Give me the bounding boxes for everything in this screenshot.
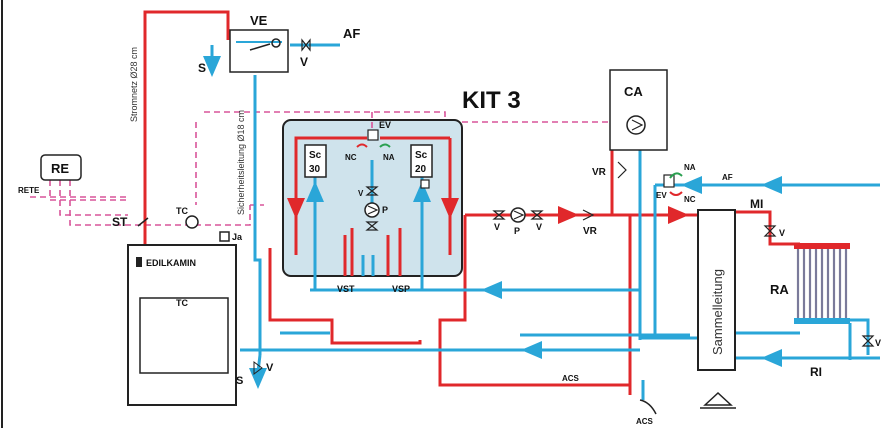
v-left-valve-icon [492, 210, 506, 220]
signal-lines [30, 111, 609, 226]
tc-sensor-icon [185, 215, 199, 229]
vr-mid-valve-icon [582, 209, 595, 221]
ja-sensor [219, 231, 230, 242]
label-ja: Ja [232, 232, 243, 242]
sc30-exchanger [304, 144, 327, 178]
sc20-sensor [420, 179, 430, 189]
float-icon [271, 38, 281, 48]
label-sicherheitsleitung: Sicherheitsleitung Ø18 cm [236, 110, 246, 215]
label-re: RE [51, 161, 69, 176]
label-p-mid: P [514, 226, 520, 236]
label-vst: VST [337, 284, 355, 294]
mi-valve-icon [763, 225, 777, 237]
ca-pump-icon [626, 115, 646, 135]
label-stromnetz: Stromnetz Ø28 cm [129, 47, 139, 122]
label-ca: CA [624, 84, 643, 99]
label-mi: MI [750, 197, 763, 211]
label-vsp: VSP [392, 284, 410, 294]
nc-right-arc [669, 191, 683, 196]
label-ve: VE [250, 13, 268, 28]
label-ri: RI [810, 365, 822, 379]
label-acs-bottom: ACS [636, 417, 654, 426]
st-probe [137, 217, 149, 227]
radiator [794, 243, 850, 324]
label-na-kit: NA [383, 153, 395, 162]
ev-valve-icon [367, 129, 379, 141]
boiler-door [139, 297, 229, 374]
cold-pipes [210, 43, 880, 400]
label-ev-right: EV [656, 191, 667, 200]
label-sc20-a: Sc [415, 150, 428, 161]
label-s-top: S [198, 61, 206, 75]
label-sc30-b: 30 [309, 164, 321, 175]
kit-valve2-icon [365, 221, 379, 231]
ri-valve-icon [861, 335, 875, 347]
label-boiler-brand: EDILKAMIN [146, 258, 196, 268]
label-v-top: V [300, 55, 308, 69]
sc20-exchanger [410, 144, 433, 178]
label-v-right: V [536, 222, 542, 232]
label-p-kit: P [382, 205, 388, 215]
drain-valve-icon [253, 361, 263, 375]
label-nc-kit: NC [345, 153, 357, 162]
ev-right-valve-icon [663, 174, 675, 188]
label-sc20-b: 20 [415, 164, 427, 175]
vr-top-valve-icon [617, 161, 627, 179]
na-right-arc [669, 172, 683, 179]
float-arm [249, 43, 271, 51]
valve-icon [301, 38, 311, 52]
label-st: ST [112, 215, 128, 229]
label-nc-right: NC [684, 195, 696, 204]
expansion-vessel [229, 29, 289, 73]
label-vr-mid: VR [583, 226, 598, 237]
label-boiler-tc: TC [176, 298, 188, 308]
label-af-top: AF [343, 26, 360, 41]
label-rete: RETE [18, 186, 40, 195]
nc-arc [356, 143, 368, 148]
label-s-bottom: S [236, 375, 243, 387]
label-na-right: NA [684, 163, 696, 172]
label-af-right: AF [722, 173, 733, 182]
tap-icon [639, 399, 657, 415]
brand-mark-icon [136, 257, 142, 267]
manifold [697, 209, 736, 371]
label-ra: RA [770, 282, 789, 297]
label-ev-kit: EV [379, 120, 391, 130]
kit-title: KIT 3 [462, 87, 521, 114]
na-arc [379, 143, 391, 148]
label-v-mi: V [779, 228, 785, 238]
label-v-kit: V [358, 189, 364, 198]
label-vr-top: VR [592, 167, 607, 178]
re-box [40, 154, 82, 181]
label-v-bottom: V [266, 362, 274, 374]
flow-arrows [203, 56, 782, 389]
support-icon [703, 391, 733, 406]
ca-boiler [609, 69, 668, 151]
label-acs-mid: ACS [562, 374, 580, 383]
label-sc30-a: Sc [309, 150, 322, 161]
label-tc-sensor: TC [176, 206, 188, 216]
kit-valve-icon [365, 186, 379, 196]
label-v-left: V [494, 222, 500, 232]
label-sammelleitung: Sammelleitung [710, 269, 725, 355]
label-v-ri: V [875, 338, 881, 348]
v-right-valve-icon [530, 210, 544, 220]
